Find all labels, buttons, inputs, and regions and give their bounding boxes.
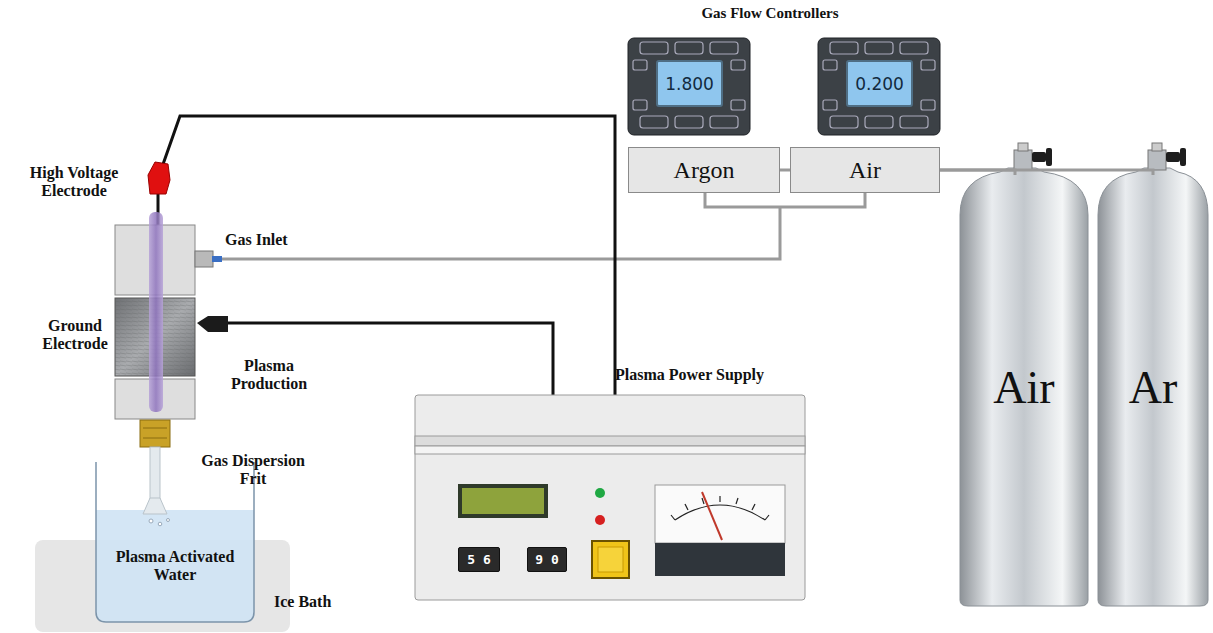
node-text: 9 0 <box>535 552 558 567</box>
flow-display: 1.800 <box>656 60 723 107</box>
part-label: Ground Electrode <box>36 317 114 354</box>
part-label: Gas Dispersion Frit <box>186 452 320 489</box>
part-label: Gas Inlet <box>225 231 325 249</box>
gas-cylinder <box>960 143 1088 606</box>
flow-display: 0.200 <box>846 60 913 107</box>
flow-controller <box>628 38 750 135</box>
gas-cylinder <box>1098 143 1208 606</box>
plasma-reactor <box>115 162 228 447</box>
node-text: Air <box>993 361 1054 414</box>
node-text: Argon <box>674 157 735 184</box>
node-text: Plasma Activated Water <box>108 548 242 585</box>
power-supply <box>415 395 805 600</box>
wire <box>158 116 615 396</box>
node-text: 1.800 <box>665 74 714 94</box>
water-label-box: Plasma Activated Water <box>104 516 246 616</box>
node-text: Air <box>849 157 881 184</box>
gas-cylinder: Ar <box>1098 175 1208 600</box>
node-text: 0.200 <box>855 74 904 94</box>
node-text: 5 6 <box>467 552 490 567</box>
controller-label-box: Air <box>790 147 940 193</box>
node-text: Ar <box>1129 361 1178 414</box>
power-supply: Plasma Power Supply5 69 0 <box>415 395 805 600</box>
device-heading: Plasma Power Supply <box>615 366 764 384</box>
group-heading: Gas Flow Controllers <box>640 5 900 22</box>
beaker <box>96 447 254 622</box>
part-label: Plasma Production <box>214 357 324 394</box>
part-label: High Voltage Electrode <box>8 164 140 201</box>
controller-label-box: Argon <box>628 147 780 193</box>
digit-display: 9 0 <box>527 547 567 572</box>
flow-controller <box>818 38 940 135</box>
digit-display: 5 6 <box>458 547 500 572</box>
part-label: Ice Bath <box>274 593 364 611</box>
gas-cylinder: Air <box>960 175 1088 600</box>
gas-line <box>222 193 865 259</box>
